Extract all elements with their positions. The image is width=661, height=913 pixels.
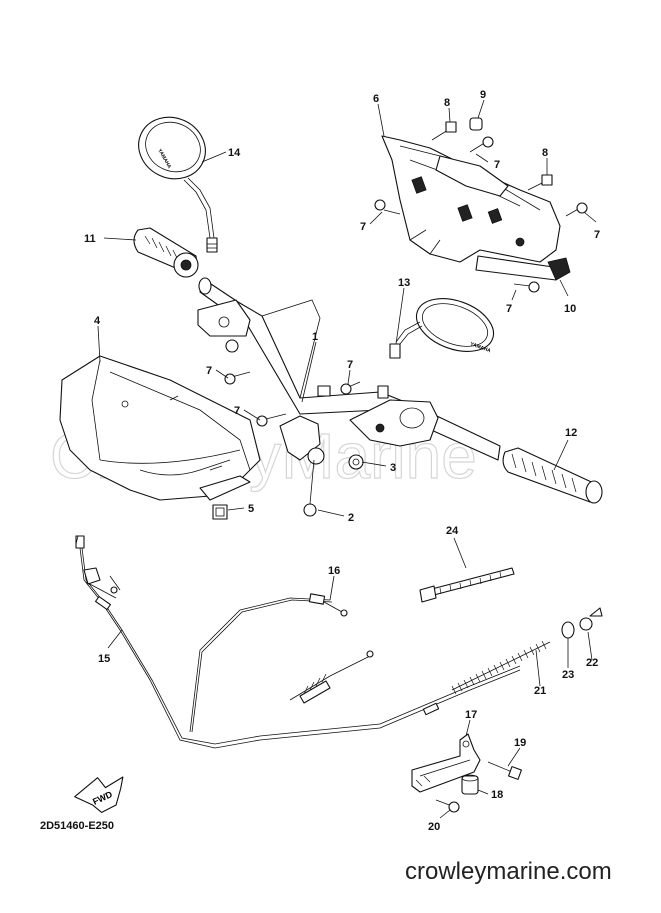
part-left-mirror: YAMAHA (138, 116, 218, 253)
callout-7f: 7 (506, 303, 512, 315)
callout-14: 14 (228, 147, 241, 159)
part-left-grip (133, 227, 199, 278)
callout-18: 18 (491, 789, 503, 801)
callout-2: 2 (348, 512, 354, 524)
part-right-grip (502, 447, 603, 504)
callout-6: 6 (373, 93, 379, 105)
callout-4: 4 (94, 315, 101, 327)
callout-20: 20 (428, 821, 440, 833)
part-bolt-20 (435, 799, 460, 813)
part-cable-tie (419, 567, 515, 603)
callout-22: 22 (586, 657, 598, 669)
callout-13: 13 (398, 277, 410, 289)
part-spring-21 (451, 640, 551, 695)
callout-23: 23 (562, 669, 574, 681)
callout-24: 24 (446, 525, 459, 537)
callout-10: 10 (564, 303, 576, 315)
callout-7c: 7 (347, 359, 353, 371)
part-bushing-23 (561, 621, 575, 639)
part-screws (224, 117, 588, 517)
part-handlebar (197, 277, 501, 465)
callout-17: 17 (465, 709, 477, 721)
part-handlebar-cover (59, 355, 261, 501)
callout-8b: 8 (542, 147, 548, 159)
callout-7d: 7 (494, 159, 500, 171)
callout-numbers: 1 2 3 4 5 6 7 7 7 7 7 7 7 8 8 9 10 11 12… (84, 89, 600, 833)
part-spacer-18 (461, 774, 479, 795)
part-bracket-17 (411, 733, 481, 793)
leader-lines (97, 99, 597, 819)
part-right-mirror: YAMAHA (389, 298, 495, 359)
part-nut-5 (212, 504, 228, 520)
part-throttle-cable (75, 535, 521, 749)
callout-9: 9 (480, 89, 486, 101)
diagram-code: 2D51460-E250 (40, 820, 115, 832)
callout-7g: 7 (594, 229, 600, 241)
part-wing-nut-22 (579, 607, 603, 631)
part-instrument-cover (381, 135, 571, 281)
callout-5: 5 (248, 503, 254, 515)
callout-8a: 8 (444, 97, 450, 109)
callout-3: 3 (390, 462, 396, 474)
callout-16: 16 (328, 565, 340, 577)
callout-19: 19 (514, 737, 526, 749)
callout-1: 1 (312, 331, 318, 343)
fwd-arrow-icon: FWD (74, 776, 124, 813)
callout-12: 12 (565, 427, 577, 439)
part-bolt-19 (487, 761, 522, 780)
callout-15: 15 (98, 653, 110, 665)
callout-7a: 7 (206, 365, 212, 377)
callout-21: 21 (534, 685, 546, 697)
callout-7e: 7 (360, 221, 366, 233)
site-name: crowleymarine.com (405, 858, 612, 885)
callout-11: 11 (84, 233, 96, 245)
callout-7b: 7 (234, 405, 240, 417)
